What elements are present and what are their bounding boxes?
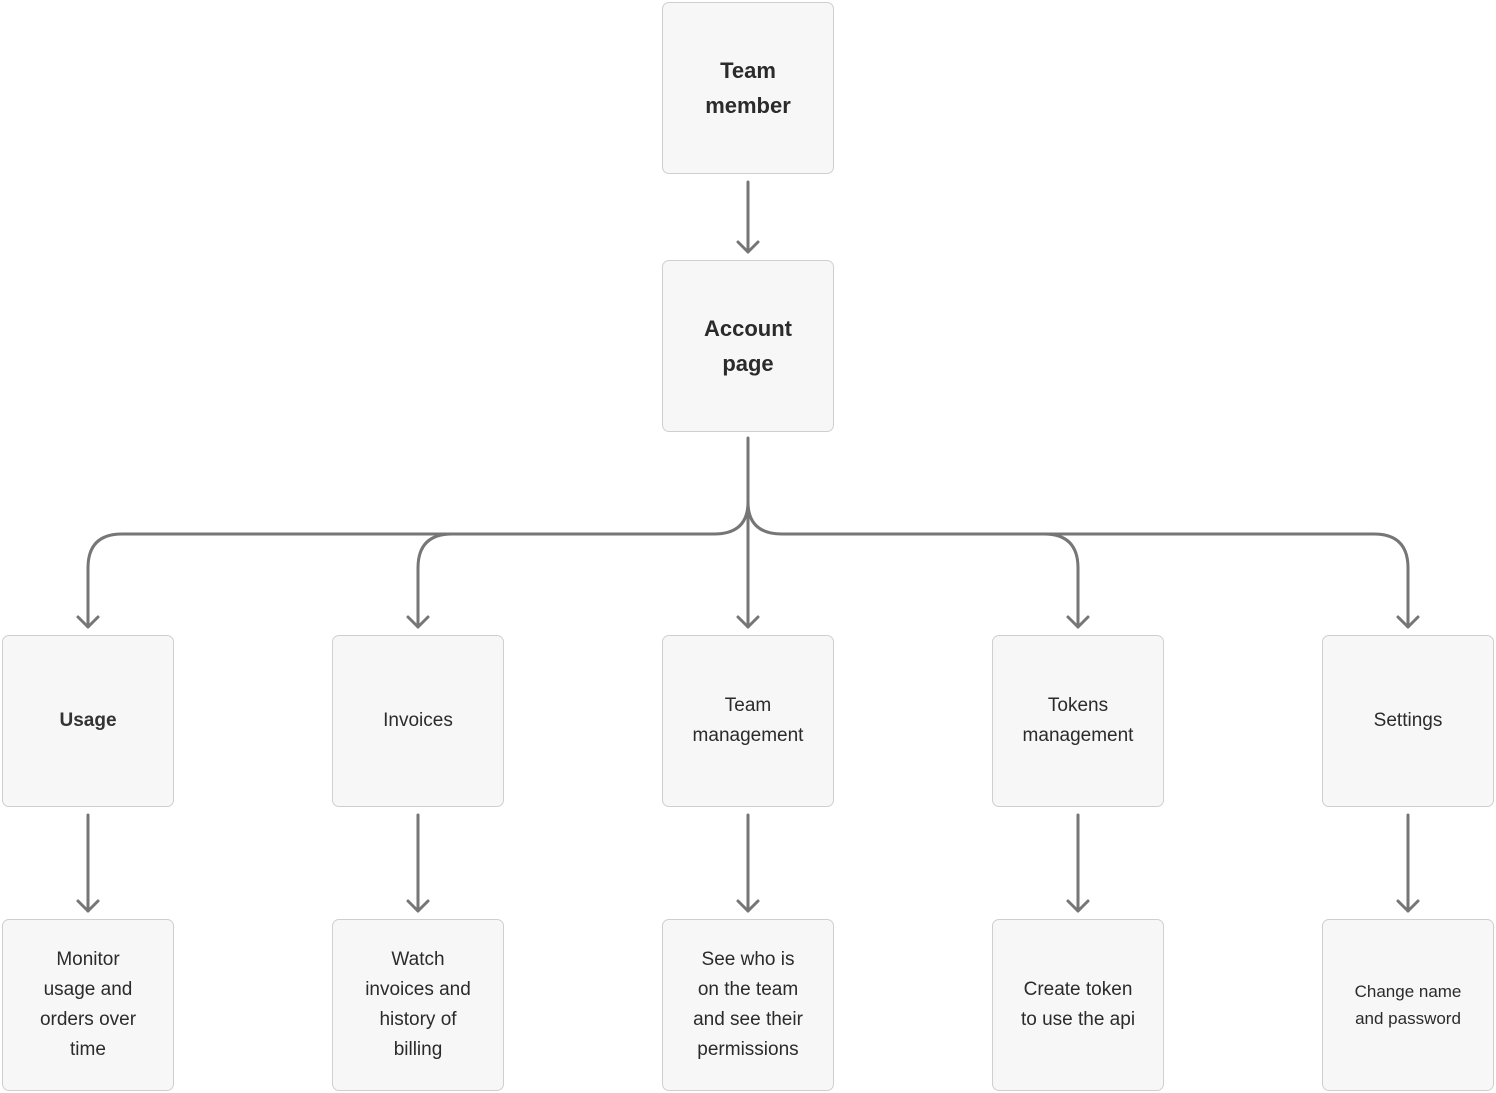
edge-to-invoices [416, 532, 454, 629]
arrowhead-invoices [406, 615, 430, 629]
node-team-description-label: See who is on the team and see their per… [693, 949, 803, 1060]
node-settings: Settings [1322, 635, 1494, 807]
arrowhead-invoices-desc [406, 899, 430, 913]
node-tokens-management-label: Tokens management [1022, 695, 1134, 746]
node-usage-label: Usage [59, 710, 117, 731]
edge-to-settings [746, 500, 1410, 629]
node-team-management-label: Team management [692, 695, 804, 746]
node-tokens-description: Create token to use the api [992, 919, 1164, 1091]
node-usage-description: Monitor usage and orders over time [2, 919, 174, 1091]
node-invoices: Invoices [332, 635, 504, 807]
node-settings-label: Settings [1373, 710, 1443, 731]
arrowhead-tokens-desc [1066, 899, 1090, 913]
node-usage: Usage [2, 635, 174, 807]
arrowhead-tokens-management [1066, 615, 1090, 629]
node-invoices-label: Invoices [383, 710, 453, 731]
arrowhead-usage [76, 615, 100, 629]
node-account-page-label: Account page [704, 316, 792, 376]
node-settings-description: Change name and password [1322, 919, 1494, 1091]
node-account-page: Account page [662, 260, 834, 432]
arrowhead-team-desc [736, 899, 760, 913]
node-team-management: Team management [662, 635, 834, 807]
node-tokens-management: Tokens management [992, 635, 1164, 807]
arrowhead-account-page [736, 240, 760, 254]
arrowhead-usage-desc [76, 899, 100, 913]
node-invoices-description-label: Watch invoices and history of billing [365, 949, 471, 1060]
node-settings-description-label: Change name and password [1354, 982, 1462, 1028]
node-team-member: Team member [662, 2, 834, 174]
edge-to-tokens-management [1042, 532, 1080, 629]
node-team-member-label: Team member [705, 58, 791, 118]
arrowhead-settings [1396, 615, 1420, 629]
edge-to-usage [86, 500, 750, 629]
arrowhead-settings-desc [1396, 899, 1420, 913]
node-invoices-description: Watch invoices and history of billing [332, 919, 504, 1091]
node-usage-description-label: Monitor usage and orders over time [39, 949, 137, 1060]
node-tokens-description-label: Create token to use the api [1020, 979, 1136, 1030]
arrowhead-team-management [736, 615, 760, 629]
node-team-description: See who is on the team and see their per… [662, 919, 834, 1091]
